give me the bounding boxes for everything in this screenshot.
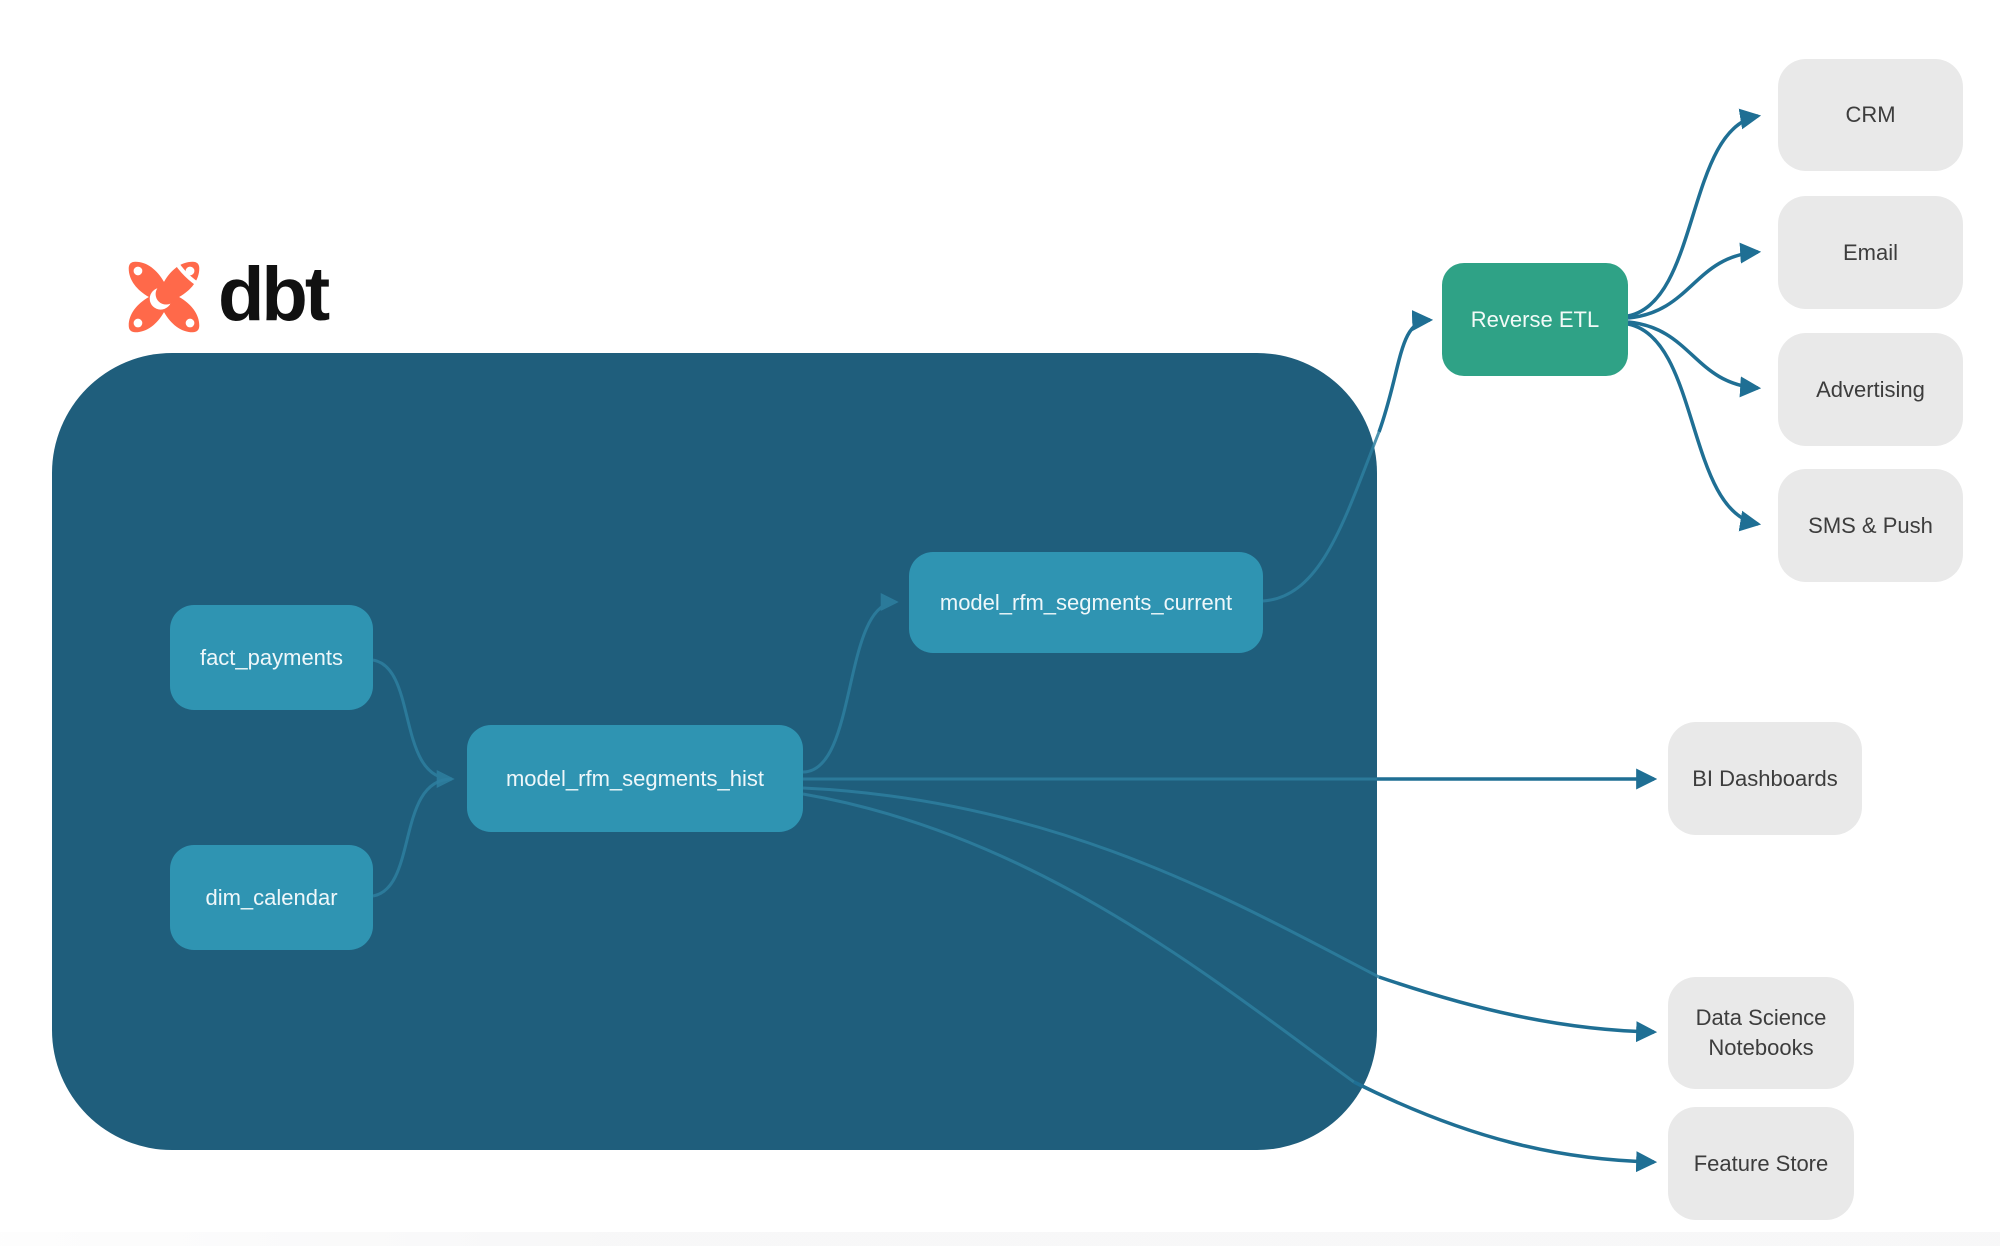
node-fact-payments: fact_payments: [170, 605, 373, 710]
node-advertising: Advertising: [1778, 333, 1963, 446]
dbt-logo-icon: [128, 257, 204, 333]
node-model-rfm-segments-current-label: model_rfm_segments_current: [939, 589, 1233, 615]
edge-reverse-etl-to-email: [1627, 242, 1762, 320]
node-bi-dashboards-label: BI Dashboards: [1692, 765, 1838, 791]
node-advertising-label: Advertising: [1816, 376, 1925, 402]
node-dim-calendar: dim_calendar: [170, 845, 373, 950]
edge-current-to-reverse-etl: [1377, 310, 1434, 433]
node-email-label: Email: [1842, 239, 1898, 265]
dbt-logo: dbt: [122, 252, 330, 342]
node-feature-store: Feature Store: [1668, 1107, 1854, 1220]
node-bi-dashboards: BI Dashboards: [1668, 722, 1862, 835]
edge-reverse-etl-to-advertising: [1627, 320, 1762, 398]
node-reverse-etl-label: Reverse ETL: [1470, 306, 1600, 332]
node-model-rfm-segments-hist: model_rfm_segments_hist: [467, 725, 803, 832]
node-sms-push: SMS & Push: [1778, 469, 1963, 582]
edge-hist-to-notebooks: [1378, 975, 1658, 1043]
node-fact-payments-label: fact_payments: [199, 644, 344, 670]
edge-reverse-etl-to-crm: [1627, 108, 1762, 318]
bottom-edge-strip: [0, 1232, 2000, 1246]
node-model-rfm-segments-current: model_rfm_segments_current: [909, 552, 1263, 653]
node-data-science-notebooks: Data Science Notebooks: [1668, 977, 1854, 1089]
node-data-science-notebooks-label: Data Science Notebooks: [1695, 1005, 1827, 1060]
node-crm: CRM: [1778, 59, 1963, 171]
edge-hist-to-feature-store: [1353, 1080, 1658, 1173]
edge-reverse-etl-to-sms-push: [1627, 322, 1762, 532]
dbt-logo-text: dbt: [218, 252, 330, 337]
node-crm-label: CRM: [1845, 102, 1896, 128]
node-reverse-etl: Reverse ETL: [1442, 263, 1628, 376]
node-model-rfm-segments-hist-label: model_rfm_segments_hist: [505, 765, 764, 791]
node-feature-store-label: Feature Store: [1693, 1150, 1829, 1176]
node-sms-push-label: SMS & Push: [1808, 512, 1933, 538]
node-dim-calendar-label: dim_calendar: [205, 884, 338, 910]
node-email: Email: [1778, 196, 1963, 309]
